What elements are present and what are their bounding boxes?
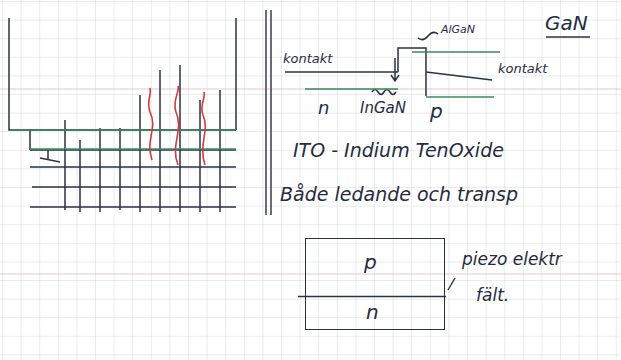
- handwritten-label: ITO - Indium TenOxide: [293, 140, 504, 161]
- handwritten-label: fält.: [476, 286, 509, 305]
- handwritten-label: AlGaN: [441, 24, 475, 36]
- red-field-lines: [149, 86, 206, 165]
- leader-line: [448, 278, 455, 290]
- handwritten-label: GaN: [545, 12, 588, 34]
- mesh-sketch: [9, 18, 236, 212]
- handwritten-label: InGaN: [360, 100, 406, 117]
- wavy-line: [298, 296, 446, 298]
- handwritten-label: p: [430, 100, 443, 122]
- layer-label: n: [366, 301, 379, 323]
- handwritten-label: kontakt: [283, 52, 332, 66]
- handwritten-label: Både ledande och transp: [280, 184, 518, 205]
- separator: [266, 10, 271, 215]
- handwritten-label: kontakt: [498, 62, 547, 76]
- green-layer: [10, 130, 236, 149]
- layer-box: pn: [305, 238, 445, 330]
- handwritten-label: piezo elektr: [462, 250, 562, 269]
- pink-rule: [0, 274, 621, 275]
- layer-label: p: [364, 251, 377, 273]
- handwritten-label: n: [318, 98, 329, 118]
- green-layer: [305, 52, 500, 97]
